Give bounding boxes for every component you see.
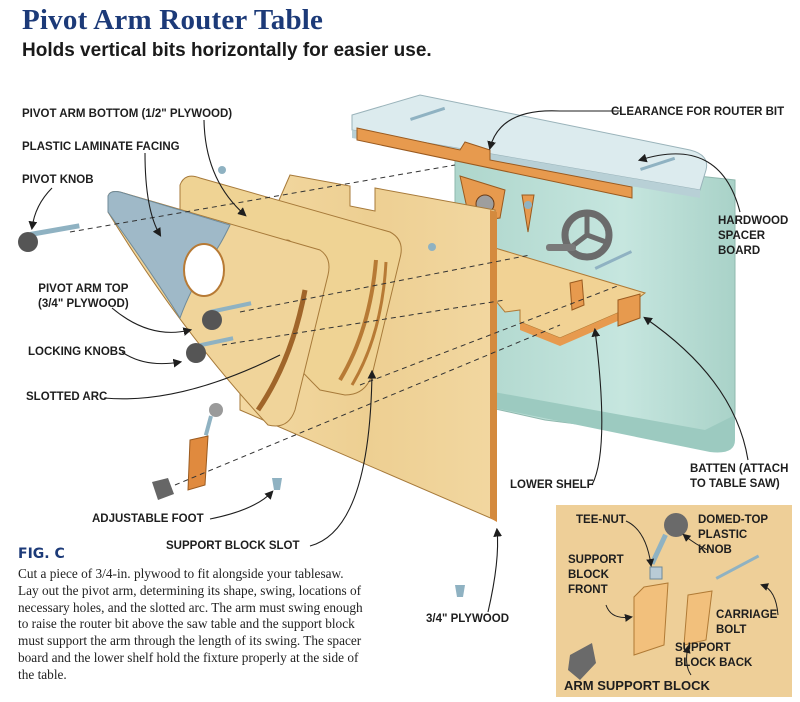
domed-knob-icon: [649, 513, 688, 565]
assembly-lines: [69, 164, 621, 486]
adjustable-foot-icon: [272, 478, 282, 490]
label-slotted-arc: SLOTTED ARC: [26, 391, 108, 403]
support-block-small: [152, 403, 465, 597]
label-clearance-for-router-bit: CLEARANCE FOR ROUTER BIT: [611, 106, 785, 118]
label-hardwood-spacer-board: HARDWOOD SPACER BOARD: [718, 215, 789, 257]
star-knob-icon: [568, 643, 596, 680]
hardwood-spacer-board: [356, 127, 633, 199]
inset-diagram: [568, 513, 779, 680]
label-three-quarter-plywood: 3/4" PLYWOOD: [426, 613, 509, 625]
figure-caption: Cut a piece of 3/4-in. plywood to fit al…: [18, 566, 363, 682]
page-title: Pivot Arm Router Table: [22, 4, 324, 36]
leader-laminate: [144, 152, 162, 237]
leader-slotted-arc: [103, 354, 281, 400]
carriage-bolt-icon: [594, 250, 633, 270]
knobs: [18, 106, 676, 363]
leader-three-quarter-plywood: [487, 527, 503, 613]
tee-nut-icon: [649, 566, 663, 580]
leader-spacer-board: [637, 153, 741, 213]
label-support-block-slot: SUPPORT BLOCK SLOT: [166, 540, 300, 552]
leader-pivot-knob: [28, 187, 53, 231]
screw-icon: [410, 106, 446, 121]
inset-label-tee-nut: TEE-NUT: [576, 514, 626, 526]
leader-batten: [643, 316, 749, 461]
inset-label-carriage-bolt: CARRIAGE BOLT: [716, 609, 778, 636]
inset-label-domed-top-plastic-knob: DOMED-TOP PLASTIC KNOB: [698, 514, 769, 556]
label-plastic-laminate-facing: PLASTIC LAMINATE FACING: [22, 141, 180, 153]
label-pivot-knob: PIVOT KNOB: [22, 174, 94, 186]
support-block-front-part: [633, 582, 669, 656]
pivot-knob-icon: [18, 223, 80, 252]
screw-icon: [640, 156, 676, 171]
carriage-bolt-icon: [715, 554, 760, 580]
leader-support-block-slot: [309, 369, 377, 547]
label-pivot-arm-bottom: PIVOT ARM BOTTOM (1/2" PLYWOOD): [22, 108, 233, 120]
label-adjustable-foot: ADJUSTABLE FOOT: [92, 513, 204, 525]
tee-nut-icon: [218, 166, 226, 174]
leader-pivot-arm-bottom: [203, 119, 247, 217]
inset-label-support-block-front: SUPPORT BLOCK FRONT: [568, 554, 624, 596]
label-batten: BATTEN (ATTACH TO TABLE SAW): [690, 463, 789, 490]
adjustable-foot-icon: [455, 585, 465, 597]
locking-knob-icon: [186, 336, 234, 363]
leader-lower-shelf: [591, 327, 603, 486]
label-locking-knobs: LOCKING KNOBS: [28, 346, 126, 358]
label-lower-shelf: LOWER SHELF: [510, 479, 594, 491]
leader-adjustable-foot: [209, 490, 274, 520]
figure-label: FIG. C: [18, 546, 65, 562]
support-block-back-part: [683, 590, 713, 646]
inset-label-support-block-back: SUPPORT BLOCK BACK: [675, 642, 753, 669]
page-subtitle: Holds vertical bits horizontally for eas…: [22, 40, 432, 61]
leader-clearance: [487, 110, 620, 151]
saw-table-top: [351, 94, 708, 191]
label-pivot-arm-top: PIVOT ARM TOP (3/4" PLYWOOD): [38, 283, 129, 310]
leader-pivot-arm-top: [111, 307, 193, 336]
tee-nut-icon: [524, 201, 532, 209]
hand-wheel: [546, 209, 613, 261]
locking-knob-icon: [202, 301, 252, 330]
arm-support-block-inset: [556, 505, 792, 697]
leader-locking-knobs: [121, 351, 183, 368]
inset-title: ARM SUPPORT BLOCK: [564, 678, 710, 693]
tee-nut-icon: [428, 243, 436, 251]
